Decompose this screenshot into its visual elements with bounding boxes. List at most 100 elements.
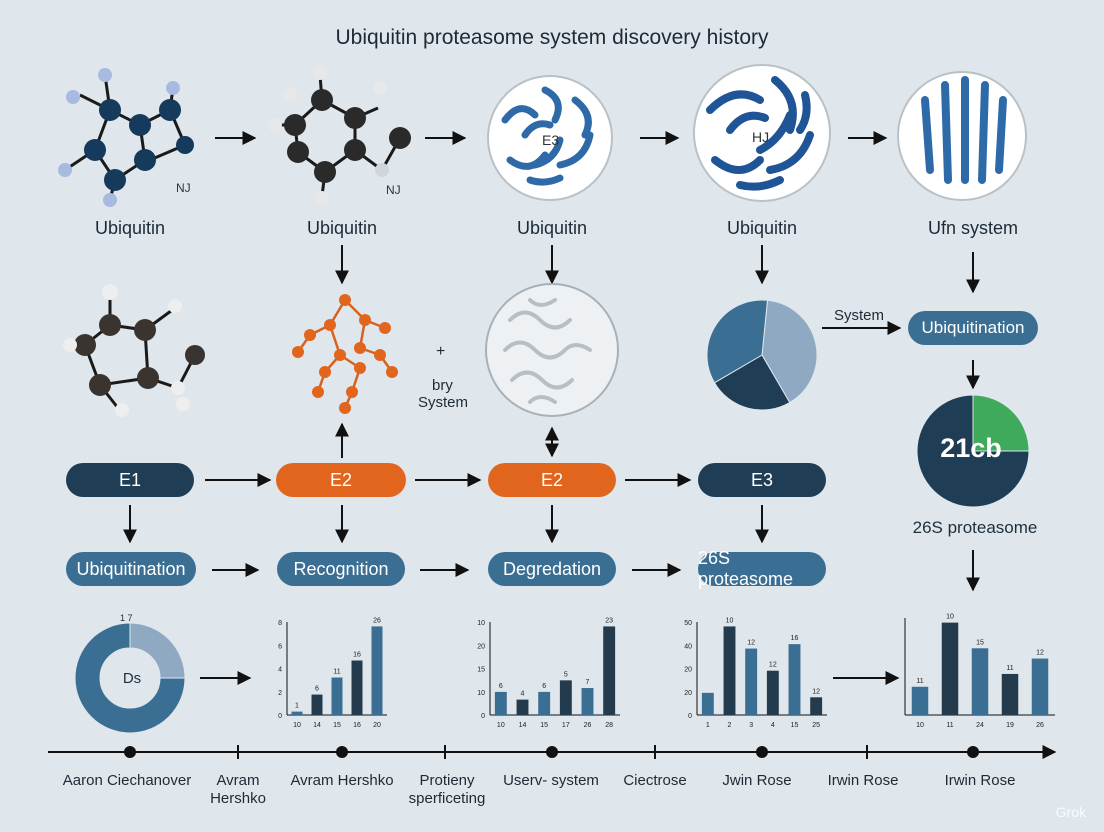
- system-arrow-label: System: [834, 307, 885, 324]
- bar: [371, 626, 383, 715]
- enzyme-arrows: [123, 473, 980, 592]
- protein-2-text: HJ: [752, 129, 769, 145]
- x-tick-label: 15: [333, 722, 341, 729]
- x-tick-label: 3: [749, 722, 753, 729]
- bar: [581, 688, 594, 715]
- timeline-label-3: Avram Hershko: [290, 772, 394, 789]
- bar-data-label: 11: [1006, 665, 1013, 672]
- step-pill-degredation: Degredation: [488, 552, 616, 586]
- x-tick-label: 17: [562, 722, 570, 729]
- y-tick-label: 0: [688, 713, 692, 720]
- molecule-2-text: NJ: [386, 183, 401, 197]
- timeline-label-1: Aaron Ciechanover: [62, 772, 192, 789]
- bar: [723, 626, 736, 715]
- timeline-label-7: Jwin Rose: [722, 772, 792, 789]
- enzyme-pill-e3: E3: [698, 463, 826, 497]
- y-tick-label: 4: [278, 667, 282, 674]
- bar-data-label: 15: [976, 639, 984, 646]
- bar-data-label: 4: [521, 691, 525, 698]
- x-tick-label: 14: [313, 722, 321, 729]
- bar-data-label: 10: [726, 617, 734, 624]
- row1-label-5: Ufn system: [927, 218, 1019, 238]
- system-text: System: [418, 394, 469, 411]
- x-tick-label: 15: [540, 722, 548, 729]
- bar-data-label: 11: [333, 669, 340, 676]
- step-pill-26s: 26S proteasome: [698, 548, 826, 589]
- bar: [788, 644, 801, 715]
- row1-label-4: Ubiquitin: [726, 218, 798, 238]
- timeline-dot: [546, 746, 558, 758]
- y-tick-label: 0: [278, 713, 282, 720]
- x-tick-label: 24: [976, 722, 984, 729]
- y-tick-label: 10: [477, 690, 485, 697]
- bar-data-label: 23: [605, 617, 613, 624]
- branched-molecule-icon: [292, 294, 398, 414]
- bar-data-label: 16: [791, 635, 799, 642]
- protein-structure-icon-1: [487, 75, 613, 201]
- molecule-1-text: NJ: [176, 181, 191, 195]
- bar-data-label: 6: [542, 683, 546, 690]
- molecule-icon-3: [63, 284, 205, 417]
- bar: [494, 691, 507, 715]
- bar: [603, 626, 616, 715]
- pie-chart-row2: [706, 299, 818, 411]
- y-tick-label: 20: [477, 643, 485, 650]
- donut-chart: [74, 622, 186, 734]
- bar: [971, 648, 989, 715]
- bar: [1001, 673, 1019, 715]
- row2-arrows: [335, 321, 980, 458]
- timeline-marks: [124, 745, 979, 759]
- plus-sign: +: [436, 343, 446, 360]
- bar: [291, 711, 303, 715]
- y-tick-label: 40: [684, 643, 692, 650]
- bar-data-label: 11: [916, 678, 923, 685]
- bar: [516, 699, 529, 715]
- x-tick-label: 4: [771, 722, 775, 729]
- bry-text: bry: [432, 377, 453, 394]
- bar: [559, 680, 572, 715]
- timeline-dot: [756, 746, 768, 758]
- pie-slice-2: [706, 299, 769, 384]
- pie-slice-1: [129, 622, 186, 679]
- protein-structure-icon-3: [897, 71, 1027, 201]
- bar: [538, 691, 551, 715]
- pie-slice-0: [761, 299, 818, 404]
- x-tick-label: 26: [584, 722, 592, 729]
- y-tick-label: 6: [278, 643, 282, 650]
- bar: [941, 622, 959, 715]
- x-tick-label: 16: [353, 722, 361, 729]
- donut-center-label: Ds: [122, 670, 142, 687]
- y-tick-label: 20: [684, 690, 692, 697]
- timeline-dot: [336, 746, 348, 758]
- enzyme-pill-e2-b: E2: [488, 463, 616, 497]
- ubiquitination-pill: Ubiquitination: [908, 311, 1038, 345]
- protein-1-text: E3: [542, 132, 559, 148]
- page-title: Ubiquitin proteasome system discovery hi…: [335, 26, 769, 49]
- bar: [745, 648, 758, 715]
- timeline-label-8: Irwin Rose: [827, 772, 899, 789]
- row1-label-3: Ubiquitin: [516, 218, 588, 238]
- x-tick-label: 26: [1036, 722, 1044, 729]
- bar-data-label: 12: [769, 662, 777, 669]
- bar: [911, 686, 929, 715]
- bar: [351, 660, 363, 715]
- protein-blob-icon: [485, 283, 619, 417]
- proteasome-label: 26S proteasome: [912, 518, 1038, 537]
- step-pill-ubiquitination: Ubiquitination: [66, 552, 196, 586]
- x-tick-label: 11: [946, 722, 953, 729]
- x-tick-label: 19: [1006, 722, 1014, 729]
- watermark-logo: Grok: [1055, 804, 1086, 820]
- bar-data-label: 16: [353, 651, 361, 658]
- row1-label-2: Ubiquitin: [306, 218, 378, 238]
- pie-slice-1: [972, 394, 1030, 452]
- y-tick-label: 8: [278, 620, 282, 627]
- bar: [701, 692, 714, 715]
- x-tick-label: 1: [706, 722, 710, 729]
- enzyme-pill-e1: E1: [66, 463, 194, 497]
- pie-slice-1: [713, 354, 791, 411]
- bar-data-label: 6: [315, 686, 319, 693]
